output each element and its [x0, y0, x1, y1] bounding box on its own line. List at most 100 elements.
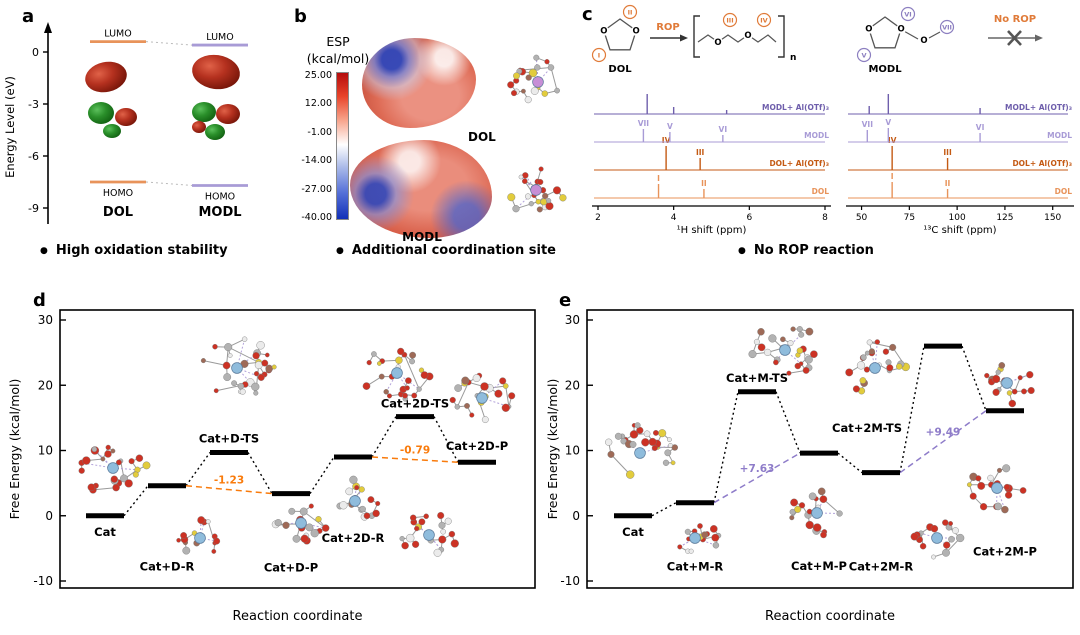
svg-text:VI: VI: [719, 125, 728, 134]
svg-text:0: 0: [572, 509, 580, 523]
svg-text:DOL: DOL: [1055, 187, 1073, 196]
energy-level-label: Cat+M-P: [791, 559, 847, 573]
molecule-cluster: [336, 475, 381, 521]
dol-esp-label: DOL: [468, 130, 496, 144]
dol-esp-surface: [362, 38, 476, 128]
svg-text:III: III: [696, 148, 705, 157]
svg-text:O: O: [865, 25, 872, 35]
nmr-trace: MODL+ Al(OTf)₃: [848, 94, 1072, 115]
svg-text:0: 0: [45, 509, 53, 523]
svg-text:6: 6: [746, 213, 752, 223]
energy-level-label: Cat+2M-R: [849, 560, 914, 574]
svg-text:V: V: [885, 118, 891, 127]
svg-text:Free Energy (kcal/mol): Free Energy (kcal/mol): [7, 379, 22, 520]
svg-text:HOMO: HOMO: [103, 188, 133, 199]
svg-text:10: 10: [565, 444, 580, 458]
svg-text:VI: VI: [976, 123, 985, 132]
energy-level-label: Cat+2M-TS: [832, 421, 902, 435]
molecule-cluster: [605, 422, 679, 479]
svg-text:O: O: [714, 38, 721, 48]
svg-text:75: 75: [904, 213, 915, 223]
svg-text:II: II: [701, 179, 707, 188]
esp-title-text: ESP: [326, 34, 350, 49]
svg-text:III: III: [943, 148, 952, 157]
svg-text:20: 20: [38, 378, 53, 392]
molecule-cluster: [449, 372, 516, 424]
esp-scale-tick: -27.00: [301, 183, 332, 195]
molecule-cluster: [845, 339, 910, 395]
svg-text:100: 100: [949, 213, 966, 223]
svg-text:DOL: DOL: [608, 64, 632, 75]
molecule-cluster: [966, 464, 1027, 514]
panel-a-letter: a: [22, 6, 35, 27]
svg-text:Free Energy (kcal/mol): Free Energy (kcal/mol): [545, 379, 560, 520]
svg-text:-10: -10: [33, 574, 53, 588]
energy-level-label: Cat+D-R: [140, 560, 195, 574]
svg-text:n: n: [790, 53, 796, 63]
energy-level-label: Cat+2D-TS: [381, 397, 449, 411]
svg-text:DOL+ Al(OTf)₃: DOL+ Al(OTf)₃: [769, 159, 829, 168]
takeaway-c-text: No ROP reaction: [753, 243, 874, 258]
svg-text:150: 150: [1044, 213, 1061, 223]
svg-text:MODL+ Al(OTf)₃: MODL+ Al(OTf)₃: [762, 103, 829, 112]
svg-text:20: 20: [565, 378, 580, 392]
svg-text:V: V: [861, 52, 866, 60]
molecule-cluster: [362, 347, 434, 402]
energy-level-label: Cat+M-TS: [726, 371, 788, 385]
svg-text:VII: VII: [638, 119, 650, 128]
modl-orbital-isosurfaces: [192, 54, 240, 140]
svg-text:O: O: [898, 25, 905, 35]
svg-text:d: d: [33, 290, 46, 311]
esp-scale-tick: -14.00: [301, 155, 332, 167]
molecule-cluster: [789, 487, 843, 539]
bullet-dot-icon: ●: [738, 245, 746, 256]
molecule-cluster: [271, 503, 330, 545]
svg-text:DOL: DOL: [103, 205, 133, 220]
modl-esp-surface: [350, 140, 492, 238]
svg-text:MODL: MODL: [1047, 131, 1072, 140]
svg-text:I: I: [657, 174, 660, 183]
modl-coordination-cluster: [507, 166, 567, 213]
svg-text:MODL: MODL: [198, 205, 241, 220]
svg-text:O: O: [633, 27, 640, 37]
takeaway-b: ● Additional coordination site: [336, 243, 556, 258]
svg-text:LUMO: LUMO: [206, 32, 233, 43]
energy-annotation: -1.23: [214, 475, 244, 487]
svg-text:O: O: [600, 27, 607, 37]
molecule-cluster: [200, 336, 277, 396]
svg-text:50: 50: [856, 213, 868, 223]
svg-text:¹³C shift (ppm): ¹³C shift (ppm): [923, 225, 996, 236]
energy-annotation: +7.63: [740, 463, 775, 475]
svg-text:II: II: [628, 9, 633, 17]
energy-level-label: Cat+D-TS: [199, 431, 259, 445]
svg-text:8: 8: [822, 213, 828, 223]
esp-colorbar: [336, 72, 349, 220]
svg-text:MODL: MODL: [868, 64, 902, 75]
energy-level-label: Cat: [94, 525, 116, 539]
takeaway-a: ● High oxidation stability: [40, 243, 228, 258]
energy-annotation: +9.49: [926, 427, 961, 439]
svg-text:HOMO: HOMO: [205, 191, 235, 202]
svg-text:No ROP: No ROP: [994, 14, 1036, 25]
molecule-cluster: [399, 511, 459, 557]
esp-scale-tick: 12.00: [304, 98, 332, 110]
svg-text:-9: -9: [28, 202, 39, 215]
energy-level-label: Cat+2M-P: [973, 545, 1037, 559]
esp-scale-title: ESP (kcal/mol): [296, 34, 380, 68]
